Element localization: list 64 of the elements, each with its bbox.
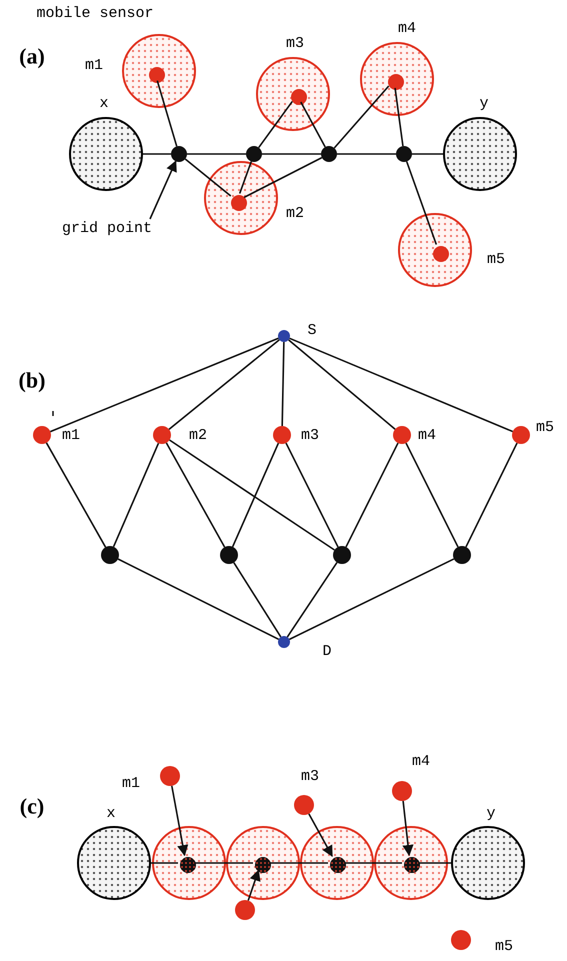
connector-line [262, 153, 321, 155]
node-label: S [308, 321, 316, 341]
connector-line [184, 158, 232, 197]
arrow [171, 786, 188, 856]
node-label: y [486, 804, 496, 824]
connector-line [288, 339, 396, 430]
connector-line [289, 338, 513, 432]
panel-label: (a) [19, 42, 45, 70]
node-label: m4 [412, 752, 430, 772]
node-label: m1 [85, 56, 103, 76]
connector-line [345, 442, 399, 548]
node-label: m3 [286, 34, 304, 54]
connector-line [269, 862, 328, 864]
caption-text: mobile sensor [36, 4, 154, 24]
node-label: D [322, 642, 332, 662]
node-label: m1 [122, 774, 140, 794]
connector-line [344, 862, 402, 864]
connector-line [238, 161, 252, 194]
arrow [308, 813, 333, 857]
node-label: m3 [301, 426, 319, 446]
node-label: m5 [536, 418, 554, 438]
node-label: m2 [286, 204, 304, 224]
arrow [149, 160, 177, 220]
connector-line [412, 153, 443, 155]
connector-line [285, 442, 339, 548]
connector-line [281, 342, 285, 426]
connector-line [112, 442, 160, 548]
connector-line [46, 442, 106, 548]
connector-line [334, 85, 390, 149]
connector-line [465, 442, 518, 548]
connector-line [169, 439, 335, 551]
arrow [402, 800, 414, 856]
connector-line [337, 153, 396, 155]
connector-line [232, 442, 280, 548]
node-label: m1 [62, 426, 80, 446]
node-label: m4 [398, 19, 416, 39]
node-label: m5 [487, 250, 505, 270]
node-label: m2 [189, 426, 207, 446]
connector-line [258, 101, 293, 148]
connector-line [143, 153, 171, 155]
node-label: y [480, 94, 488, 114]
node-label: x [106, 804, 116, 824]
connector-line [405, 442, 459, 548]
connector-line [300, 102, 326, 148]
panel-label: (c) [20, 792, 44, 820]
connector-line [168, 339, 280, 430]
connector-line [286, 562, 338, 638]
node-label: m4 [418, 426, 436, 446]
node-label: m5 [495, 937, 513, 957]
connector-line [187, 153, 246, 155]
connector-line [233, 562, 282, 638]
panel-label: (b) [18, 366, 46, 394]
connector-line [50, 338, 279, 432]
connector-line [194, 862, 253, 864]
annotation-text: grid point [62, 219, 152, 239]
node-label: x [100, 94, 108, 114]
node-label: m3 [301, 767, 319, 787]
arrow [247, 870, 260, 901]
connector-line [118, 558, 279, 640]
connector-line [151, 862, 178, 864]
connector-line [289, 558, 454, 640]
connector-line [166, 442, 226, 548]
connector-line [394, 88, 404, 146]
connector-line [244, 156, 322, 198]
